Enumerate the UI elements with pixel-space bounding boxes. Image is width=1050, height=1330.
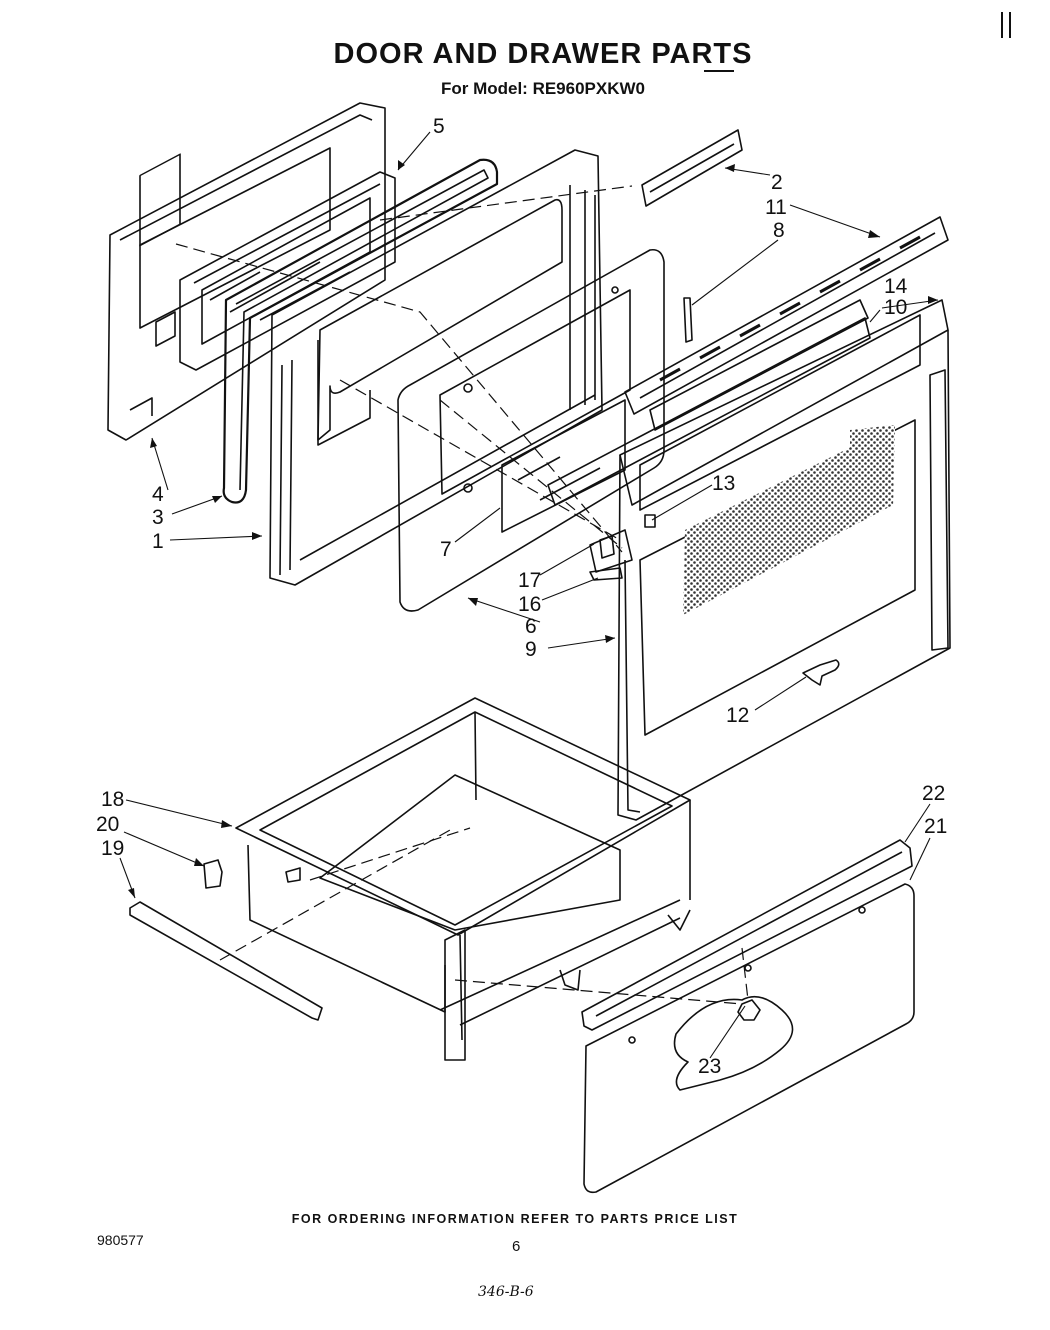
small-bracket: [683, 297, 693, 343]
callout-21: 21: [924, 815, 947, 838]
inner-glass-frame: [179, 171, 396, 371]
callout-19: 19: [101, 837, 124, 860]
hinge-channel: [641, 129, 743, 207]
callout-5: 5: [433, 115, 445, 138]
callout-13: 13: [712, 472, 735, 495]
page-title: DOOR AND DRAWER PARTS: [333, 38, 753, 70]
drawer-front-panel: [583, 883, 915, 1194]
page-number: 6: [512, 1238, 521, 1255]
callout-12: 12: [726, 704, 749, 727]
callout-7: 7: [440, 538, 452, 561]
handle-clip: [802, 659, 840, 686]
callout-17: 17: [518, 569, 541, 592]
door-frame: [624, 369, 949, 813]
callout-8: 8: [773, 219, 785, 242]
callout-23: 23: [698, 1055, 721, 1078]
door-inner-liner: [269, 149, 603, 586]
drawer-rail: [129, 901, 323, 1021]
callout-10: 10: [884, 296, 907, 319]
drawer-trim-strip: [581, 839, 913, 1031]
outer-glass-door: [547, 299, 951, 821]
callout-1: 1: [152, 530, 164, 553]
callout-6: 6: [525, 615, 537, 638]
title-underline: [704, 70, 734, 72]
oven-window-screen: [683, 425, 895, 615]
callout-3: 3: [152, 506, 164, 529]
model-subtitle: For Model: RE960PXKW0: [440, 79, 646, 98]
document-number: 980577: [97, 1232, 144, 1248]
handwritten-reference: 346-B-6: [478, 1284, 534, 1300]
callout-18: 18: [101, 788, 124, 811]
callout-9: 9: [525, 638, 537, 661]
callout-4: 4: [152, 483, 164, 506]
callout-22: 22: [922, 782, 945, 805]
alignment-lines: [175, 185, 749, 1005]
door-gasket: [222, 158, 499, 504]
callout-14: 14: [884, 275, 908, 298]
corner-registration-mark: [1001, 12, 1011, 38]
leader-lines: [119, 131, 939, 1059]
callout-16: 16: [518, 593, 541, 616]
callout-20: 20: [96, 813, 119, 836]
window-glass: [501, 399, 626, 533]
callout-11: 11: [765, 196, 787, 219]
drawer-clip: [203, 859, 223, 889]
drawer-tub: [235, 697, 691, 1061]
door-outer-panel: [107, 102, 386, 441]
callout-numbers: 5 2 11 8 14 10 13 4 3 1 7 17 16 6 9 12 1…: [96, 115, 947, 1078]
callout-2: 2: [771, 171, 783, 194]
vent-trim: [624, 216, 949, 415]
ordering-note: FOR ORDERING INFORMATION REFER TO PARTS …: [291, 1212, 739, 1226]
leader-arrowheads: [128, 160, 938, 898]
